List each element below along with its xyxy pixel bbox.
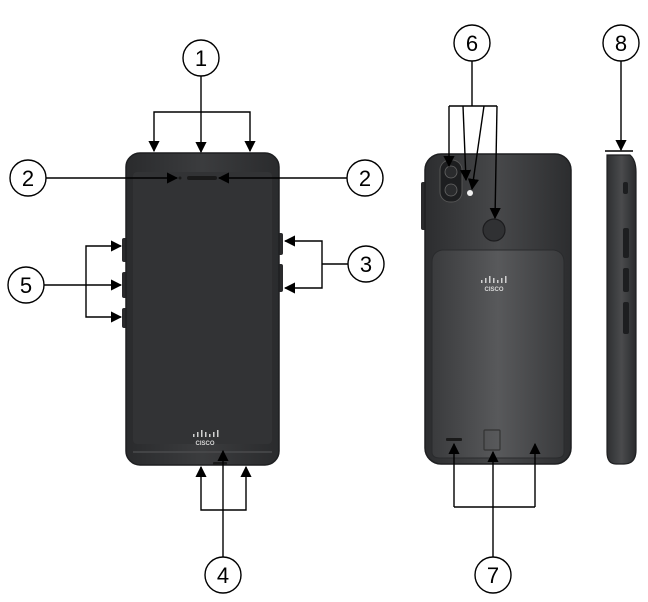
callout-7-label: 7 <box>487 563 499 588</box>
callout-1: 1 <box>148 39 256 154</box>
callout-6-lead-b <box>459 105 472 182</box>
callout-2-right-label: 2 <box>359 166 371 191</box>
back-lower-panel <box>431 249 565 459</box>
callout-6-lead-d <box>489 105 501 220</box>
callout-4-lead-right <box>223 465 252 511</box>
callout-6-label: 6 <box>466 31 478 56</box>
side-view <box>605 150 637 465</box>
side-button-upper <box>623 182 628 194</box>
back-view: CISCO <box>421 153 572 465</box>
front-view: CISCO <box>122 152 283 466</box>
camera-flash <box>467 190 473 196</box>
callout-8: 8 <box>602 24 640 152</box>
callout-2-right: 2 <box>217 159 384 197</box>
callout-5-label: 5 <box>20 273 32 298</box>
callout-2-left-label: 2 <box>22 166 34 191</box>
side-button-bottom <box>623 302 629 334</box>
back-cisco-logo-text: CISCO <box>484 287 503 293</box>
callout-6: 6 <box>443 24 501 220</box>
side-device-body <box>606 154 637 465</box>
callout-4-label: 4 <box>217 563 229 588</box>
callout-3: 3 <box>283 235 385 294</box>
callout-3-lead-lower <box>283 264 323 294</box>
callout-6-lead-c <box>467 105 485 191</box>
callout-4: 4 <box>195 449 252 594</box>
earpiece-grille <box>187 176 217 180</box>
front-bottom-port <box>213 462 227 465</box>
front-sensor-dot <box>178 176 182 180</box>
callout-5: 5 <box>7 240 123 323</box>
fingerprint-sensor <box>482 218 506 242</box>
rear-camera-lens <box>444 165 458 179</box>
callout-8-label: 8 <box>615 31 627 56</box>
callout-1-lead-right <box>201 111 256 153</box>
back-cisco-logo-bars <box>481 276 507 283</box>
callout-3-label: 3 <box>360 252 372 277</box>
front-cisco-logo-text: CISCO <box>195 441 214 447</box>
callout-5-lead-upper <box>85 240 123 285</box>
back-contact-pad <box>483 429 501 451</box>
side-button-middle <box>623 228 629 258</box>
side-button-lower <box>623 268 629 292</box>
callout-2-left: 2 <box>9 159 179 197</box>
callout-3-lead-upper <box>283 235 323 264</box>
callout-5-lead-lower <box>85 285 123 323</box>
callout-1-lead-left <box>148 111 201 153</box>
rear-camera-lens-2 <box>444 183 458 197</box>
front-cisco-logo-bars <box>193 430 219 437</box>
back-speaker-slot <box>446 438 462 441</box>
callout-7: 7 <box>448 442 541 594</box>
callout-4-lead-left <box>195 465 223 511</box>
callout-1-label: 1 <box>195 46 207 71</box>
front-screen <box>133 172 272 444</box>
